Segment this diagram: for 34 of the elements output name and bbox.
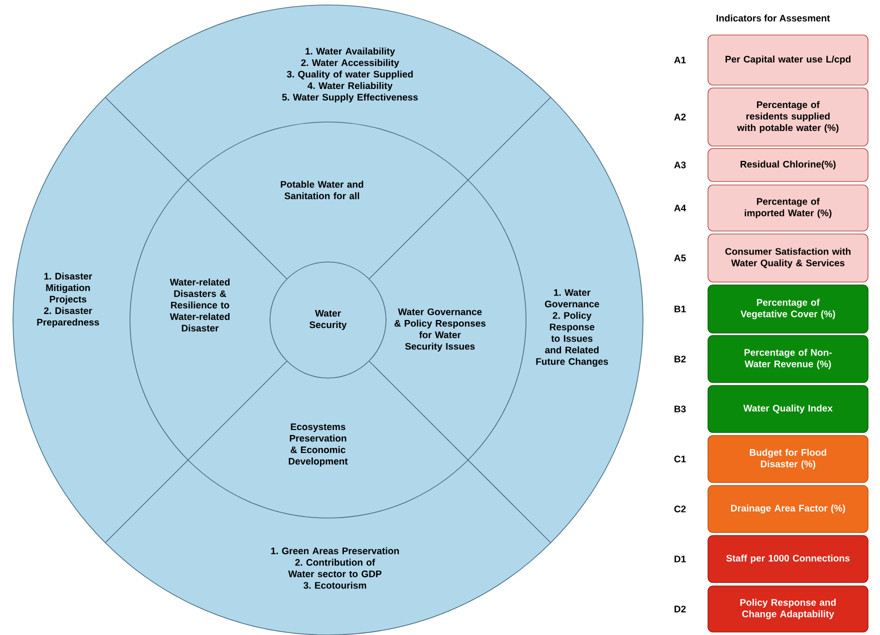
indicator-box: Consumer Satisfaction with Water Quality & Services <box>708 234 868 282</box>
indicator-code: C1 <box>674 456 686 462</box>
indicator-box: Policy Response and Change Adaptability <box>708 586 868 632</box>
indicator-code: B1 <box>674 306 686 312</box>
indicator-code: A2 <box>674 114 686 120</box>
indicator-box: Percentage of residents supplied with potable water (%) <box>708 88 868 146</box>
indicator-code: B2 <box>674 356 686 362</box>
indicator-box: Percentage of Vegetative Cover (%) <box>708 284 868 334</box>
indicator-code: A1 <box>674 56 686 64</box>
indicator-box: Staff per 1000 Connections <box>708 535 868 583</box>
sector-text: 1. Disaster Mitigation Projects 2. Disaster Preparedness <box>37 272 100 328</box>
sector-text: 1. Green Areas Preservation 2. Contribution of Water sector to GDP 3. Ecotourism <box>271 547 399 589</box>
sector-text: 1. Water Availability 2. Water Accessibility 3. Quality of water Supplied 4. Water Reliability 5. Water Supply Effectiveness <box>282 48 418 102</box>
sector-text: Water Governance & Policy Responses for Water Security Issues <box>394 308 486 352</box>
indicator-box: Residual Chlorine(%) <box>708 148 868 182</box>
middle-circle <box>130 122 526 518</box>
indicator-code: A5 <box>674 254 686 262</box>
indicator-box: Water Quality Index <box>708 385 868 433</box>
sector-text: Water-related Disasters & Resilience to Water-related Disaster <box>170 278 230 332</box>
sector-text: Potable Water and Sanitation for all <box>280 180 364 200</box>
panel-heading: Indicators for Assesment <box>716 14 830 22</box>
indicator-box: Drainage Area Factor (%) <box>708 485 868 533</box>
indicator-box: Percentage of Non-Water Revenue (%) <box>708 335 868 383</box>
sector-text: 1. Water Governance 2. Policy Response to Issues and Related Future Changes <box>536 289 608 367</box>
indicator-code: B3 <box>674 406 686 412</box>
indicator-code: C2 <box>674 506 686 512</box>
indicator-code: D1 <box>674 556 686 562</box>
indicator-box: Budget for Flood Disaster (%) <box>708 435 868 483</box>
indicator-box: Percentage of imported Water (%) <box>708 184 868 232</box>
indicator-code: A4 <box>674 204 686 212</box>
indicator-code: A3 <box>674 162 686 168</box>
sector-text: Ecosystems Preservation & Economic Development <box>288 424 348 467</box>
indicator-box: Per Capital water use L/cpd <box>708 34 868 86</box>
indicator-code: D2 <box>674 606 686 612</box>
